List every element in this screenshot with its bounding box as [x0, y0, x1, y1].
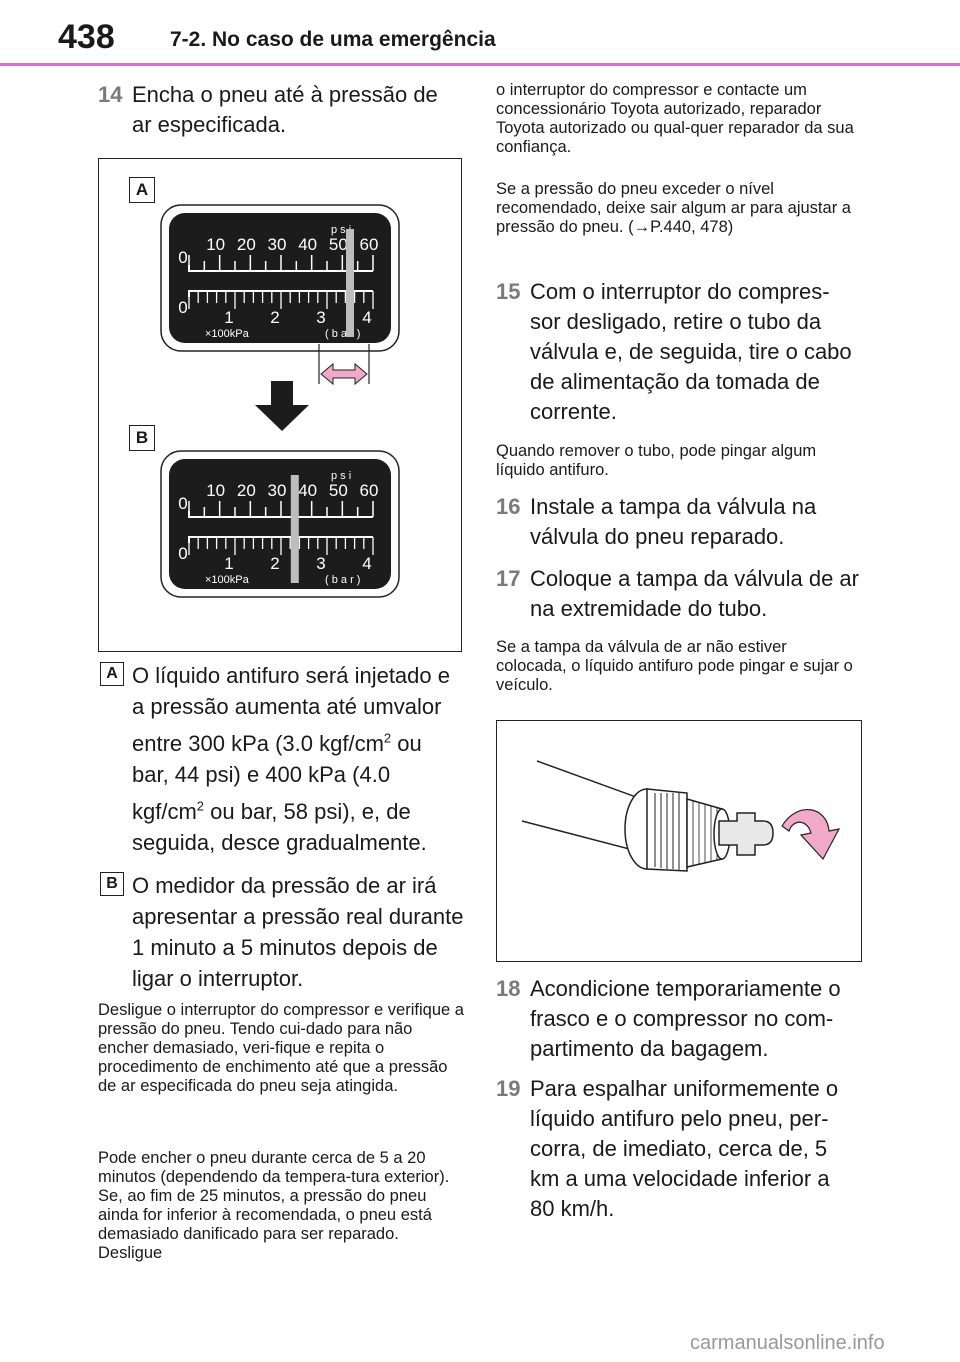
step-18: 18 Acondicione temporariamente o frasco …	[496, 974, 860, 1064]
paragraph-check-pressure: Desligue o interruptor do compressor e v…	[98, 1001, 464, 1095]
rotate-arrow-icon	[781, 809, 841, 861]
item-a-text: O líquido antifuro será injetado e a pre…	[100, 660, 470, 858]
step-number: 19	[496, 1076, 521, 1101]
bar-tick-label: 0	[178, 298, 187, 317]
paragraph-continued: o interruptor do compressor e contacte u…	[496, 81, 854, 156]
paragraph-overpressure: Se a pressão do pneu exceder o nível rec…	[496, 180, 851, 236]
bar-tick-label: 1	[224, 308, 233, 327]
psi-tick-label: 50	[329, 481, 348, 500]
step-number: 14	[98, 82, 123, 107]
valve-cap-figure	[496, 720, 862, 962]
reading-range-indicator	[318, 344, 370, 386]
step-number: 18	[496, 976, 521, 1001]
psi-tick-label: 40	[298, 235, 317, 254]
step-19: 19 Para espalhar uniformemente o líquido…	[496, 1074, 860, 1224]
step-15: 15 Com o interruptor do compres-sor desl…	[496, 277, 860, 427]
step-text: Instale a tampa da válvula na válvula do…	[530, 494, 817, 549]
item-b: B O medidor da pressão de ar irá apresen…	[100, 870, 470, 994]
item-a-line: seguida, desce gradualmente.	[132, 830, 427, 855]
step-16: 16 Instale a tampa da válvula na válvula…	[496, 492, 860, 552]
bar-tick-label: 3	[316, 308, 325, 327]
item-a-line: bar, 44 psi) e 400 kPa (4.0	[132, 762, 391, 787]
item-a: A O líquido antifuro será injetado e a p…	[100, 660, 470, 858]
gauge-needle	[346, 229, 354, 337]
psi-tick-label: 10	[206, 235, 225, 254]
psi-tick-label: 30	[268, 481, 287, 500]
bar-tick-label: 3	[316, 554, 325, 573]
figure-label-a: A	[129, 177, 155, 203]
note-step-15: Quando remover o tubo, pode pingar algum…	[496, 442, 817, 479]
bar-tick-label: 0	[178, 544, 187, 563]
psi-tick-label: 60	[360, 235, 379, 254]
valve-cap-drawing	[521, 760, 841, 872]
step-text: Coloque a tampa da válvula de ar na extr…	[530, 566, 859, 621]
bar-unit-label: ( b a r )	[325, 574, 360, 586]
item-a-label: A	[100, 662, 124, 686]
bar-tick-label: 2	[270, 554, 279, 573]
bar-tick-label: 4	[362, 308, 371, 327]
item-a-line-part: entre 300 kPa (3.0 kgf/cm	[132, 731, 384, 756]
figure-label-b: B	[129, 425, 155, 451]
kpa-unit-label: ×100kPa	[205, 574, 250, 586]
step-number: 15	[496, 279, 521, 304]
psi-tick-label: 50	[329, 235, 348, 254]
gauge-needle	[290, 475, 299, 583]
gauge-b: 0 10 20 30 40 50 60 p s i 0 1 2 3 4 ×100kPa ( b a r )	[160, 450, 400, 598]
item-a-line-part: kgf/cm	[132, 799, 197, 824]
bar-unit-label: ( b a r )	[325, 328, 360, 340]
down-arrow-icon	[255, 381, 309, 431]
step-number: 17	[496, 566, 521, 591]
item-a-line-part: ou	[391, 731, 422, 756]
bar-tick-label: 2	[270, 308, 279, 327]
item-a-line: O líquido antifuro será injetado e	[132, 663, 450, 688]
step-text: Para espalhar uniformemente o líquido an…	[530, 1076, 839, 1221]
psi-tick-label: 60	[360, 481, 379, 500]
bar-tick-label: 4	[362, 554, 371, 573]
item-a-line-part: ou bar, 58 psi), e, de	[204, 799, 411, 824]
superscript: 2	[383, 730, 392, 746]
item-a-line: kgf/cm2 ou bar, 58 psi), e, de	[132, 796, 470, 827]
psi-unit-label: p s i	[331, 470, 351, 482]
psi-tick-label: 0	[178, 494, 187, 513]
paragraph-inflate-time: Pode encher o pneu durante cerca de 5 a …	[98, 1149, 450, 1262]
psi-tick-label: 10	[206, 481, 225, 500]
item-a-line: a pressão aumenta até umvalor	[132, 694, 442, 719]
step-text: Encha o pneu até à pressão de ar especif…	[132, 82, 438, 137]
watermark: carmanualsonline.info	[690, 1332, 885, 1354]
item-b-label: B	[100, 872, 124, 896]
step-number: 16	[496, 494, 521, 519]
step-14: 14 Encha o pneu até à pressão de ar espe…	[98, 80, 458, 140]
item-a-line: entre 300 kPa (3.0 kgf/cm2 ou	[132, 728, 470, 759]
superscript: 2	[196, 798, 205, 814]
psi-tick-label: 20	[237, 235, 256, 254]
item-b-text: O medidor da pressão de ar irá apresenta…	[132, 873, 464, 991]
step-text: Com o interruptor do compres-sor desliga…	[530, 279, 852, 424]
step-text: Acondicione temporariamente o frasco e o…	[530, 976, 841, 1061]
psi-tick-label: 40	[298, 481, 317, 500]
psi-tick-label: 30	[268, 235, 287, 254]
bar-tick-label: 1	[224, 554, 233, 573]
psi-tick-label: 20	[237, 481, 256, 500]
page-number: 438	[58, 18, 115, 56]
header-divider	[0, 63, 960, 66]
note-step-17: Se a tampa da válvula de ar não estiver …	[496, 638, 853, 694]
psi-tick-label: 0	[178, 248, 187, 267]
step-17: 17 Coloque a tampa da válvula de ar na e…	[496, 564, 860, 624]
section-title: 7-2. No caso de uma emergência	[170, 28, 496, 51]
kpa-unit-label: ×100kPa	[205, 328, 250, 340]
